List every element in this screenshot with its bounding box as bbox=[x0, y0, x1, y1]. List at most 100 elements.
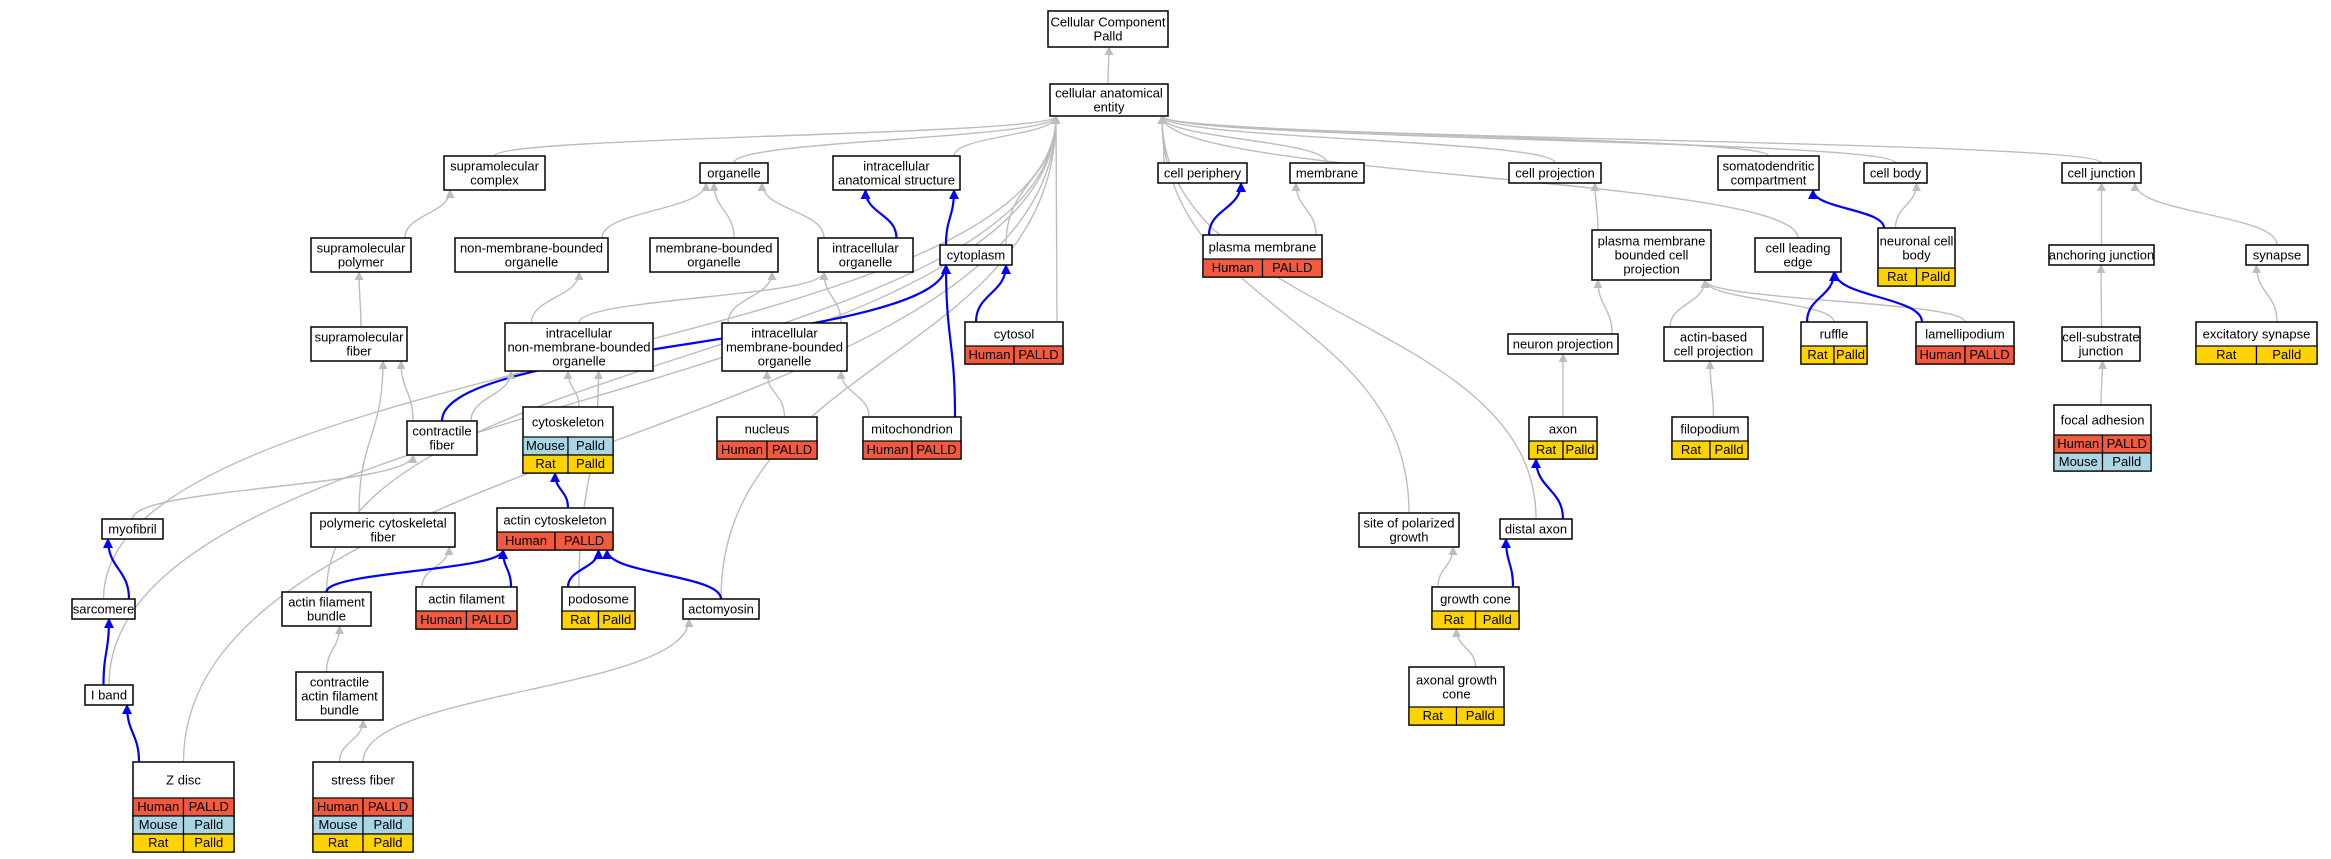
term-box bbox=[817, 237, 914, 273]
term-node-periphery[interactable]: cell periphery bbox=[1157, 162, 1248, 184]
term-label-line: somatodendritic bbox=[1723, 159, 1815, 174]
term-node-membrane[interactable]: membrane bbox=[1289, 162, 1365, 184]
term-label-line: cellular anatomical bbox=[1055, 86, 1163, 101]
gene-cell bbox=[465, 610, 518, 630]
gene-label: PALLD bbox=[772, 442, 812, 457]
term-node-synapse[interactable]: synapse bbox=[2245, 244, 2309, 266]
term-label-line: Palld bbox=[1094, 29, 1123, 44]
term-node-iband[interactable]: I band bbox=[84, 684, 134, 706]
term-node-projection[interactable]: cell projection bbox=[1508, 162, 1602, 184]
term-label-line: polymer bbox=[338, 255, 385, 270]
term-label-line: site of polarized bbox=[1363, 516, 1454, 531]
edge-ncb-to-cellbody bbox=[1894, 182, 1921, 229]
term-node-distal[interactable]: distal axon bbox=[1499, 518, 1573, 540]
gene-label: Palld bbox=[2272, 347, 2301, 362]
edge-contractile-to-inmbo bbox=[470, 370, 516, 422]
gene-label: Palld bbox=[1566, 442, 1595, 457]
term-label-line: focal adhesion bbox=[2061, 413, 2145, 428]
edge-ncb-to-somato bbox=[1808, 189, 1886, 229]
term-node-anchoring[interactable]: anchoring junction bbox=[2048, 244, 2155, 266]
term-box bbox=[2061, 326, 2141, 362]
edge-junction-to-cae bbox=[1157, 115, 2103, 164]
term-label-line: membrane bbox=[1296, 166, 1358, 181]
species-label: Human bbox=[1920, 347, 1962, 362]
gene-cell bbox=[1474, 610, 1520, 630]
edge-iband-to-cae bbox=[108, 115, 1061, 686]
gene-label: Palld bbox=[602, 612, 631, 627]
gene-label: PALLD bbox=[564, 533, 604, 548]
term-label-line: organelle bbox=[687, 255, 741, 270]
term-node-cellbody[interactable]: cell body bbox=[1863, 162, 1928, 184]
edge-lamelli-to-pmbcp bbox=[1700, 279, 1966, 323]
edge-stress-to-cafb bbox=[338, 719, 368, 763]
term-label-line: podosome bbox=[568, 592, 629, 607]
term-node-organelle[interactable]: organelle bbox=[699, 162, 769, 184]
term-box bbox=[2245, 244, 2309, 266]
edge-imbo-to-mbo bbox=[727, 271, 777, 324]
term-node-myofibril[interactable]: myofibril bbox=[101, 518, 164, 540]
term-node-cytoplasm[interactable]: cytoplasm bbox=[939, 244, 1013, 266]
term-box bbox=[1289, 162, 1365, 184]
term-node-junction[interactable]: cell junction bbox=[2061, 162, 2142, 184]
species-label: Human bbox=[2057, 436, 2099, 451]
term-label-line: distal axon bbox=[1505, 522, 1567, 537]
edge-actomyosin-to-actincyto bbox=[602, 549, 723, 600]
species-label: Human bbox=[505, 533, 547, 548]
term-label-line: lamellipodium bbox=[1925, 327, 2004, 342]
term-label-line: cell-substrate bbox=[2062, 330, 2139, 345]
term-label-line: cytosol bbox=[994, 327, 1035, 342]
gene-cell bbox=[1964, 345, 2015, 365]
edge-inmbo-to-nmbo bbox=[530, 271, 584, 324]
term-node-sarcomere[interactable]: sarcomere bbox=[71, 598, 136, 620]
term-node-neuronproj[interactable]: neuron projection bbox=[1507, 333, 1619, 355]
term-box bbox=[1358, 512, 1460, 548]
term-label-line: growth cone bbox=[1440, 592, 1511, 607]
term-label-line: Cellular Component bbox=[1051, 15, 1166, 30]
term-node-inmbo[interactable]: intracellularnon-membrane-boundedorganel… bbox=[504, 322, 654, 372]
edge-plasmamem-to-periphery bbox=[1207, 182, 1246, 236]
species-label: Rat bbox=[148, 835, 169, 850]
term-node-actomyosin[interactable]: actomyosin bbox=[682, 598, 760, 620]
term-label-line: fiber bbox=[429, 438, 455, 453]
edge-csj-to-anchoring bbox=[2096, 264, 2106, 328]
